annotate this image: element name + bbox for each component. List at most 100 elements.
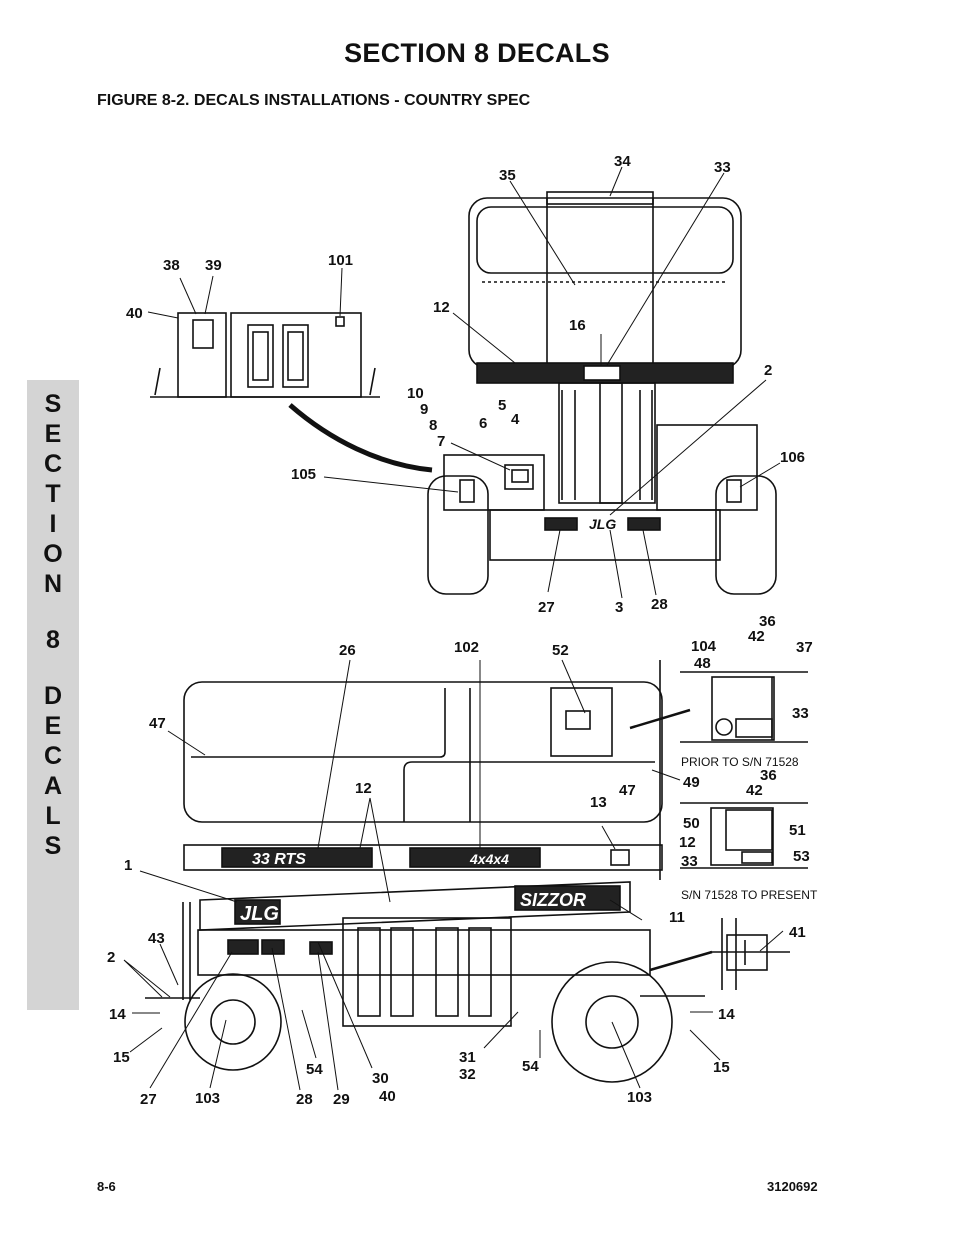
inset-arrow — [288, 403, 433, 473]
callout: 33 — [681, 853, 698, 870]
jlg-logo-side: JLG — [240, 903, 279, 925]
sizzor-decal: SIZZOR — [520, 890, 586, 910]
callout: 34 — [614, 153, 631, 170]
callout: 52 — [552, 642, 569, 659]
machine-linework — [123, 166, 808, 1091]
callout: 16 — [569, 317, 586, 334]
callout: 47 — [149, 715, 166, 732]
callout: 10 — [407, 385, 424, 402]
callout: 102 — [454, 639, 479, 656]
callout: 29 — [333, 1091, 350, 1108]
callout: 1 — [124, 857, 132, 874]
note-present-serial: S/N 71528 TO PRESENT — [681, 888, 818, 902]
callout: 12 — [679, 834, 696, 851]
side-tab-letter: E — [44, 420, 62, 448]
callout: 9 — [420, 401, 428, 418]
side-view-machine — [145, 681, 705, 1083]
side-tab-letter: L — [45, 802, 61, 830]
callout: 2 — [107, 949, 115, 966]
side-tab-letter: E — [44, 712, 62, 740]
callout: 40 — [379, 1088, 396, 1105]
callout: 5 — [498, 397, 506, 414]
callout: 54 — [306, 1061, 323, 1078]
callout: 103 — [195, 1090, 220, 1107]
callout: 40 — [126, 305, 143, 322]
callout: 47 — [619, 782, 636, 799]
callout: 50 — [683, 815, 700, 832]
callout: 8 — [429, 417, 437, 434]
callout: 43 — [148, 930, 165, 947]
callout: 15 — [713, 1059, 730, 1076]
callout: 36 — [759, 613, 776, 630]
drive-decal: 4x4x4 — [469, 851, 509, 867]
side-tab-letter: O — [43, 540, 63, 568]
callout: 14 — [109, 1006, 126, 1023]
side-tab-letter: S — [44, 390, 62, 418]
callout: 42 — [746, 782, 763, 799]
callout: 4 — [511, 411, 520, 428]
callout: 41 — [789, 924, 806, 941]
callout: 54 — [522, 1058, 539, 1075]
side-panel-inset — [150, 312, 380, 398]
side-tab-letter: 8 — [46, 626, 60, 654]
callout: 48 — [694, 655, 711, 672]
callout: 35 — [499, 167, 516, 184]
callout: 30 — [372, 1070, 389, 1087]
side-tab-letter: C — [43, 742, 63, 770]
side-tab-letter: D — [43, 682, 63, 710]
figure-title: FIGURE 8-2. DECALS INSTALLATIONS - COUNT… — [97, 92, 531, 109]
document-number: 3120692 — [767, 1179, 818, 1194]
callout: 27 — [538, 599, 555, 616]
note-prior-serial: PRIOR TO S/N 71528 — [681, 755, 799, 769]
rear-view-machine — [427, 191, 777, 595]
callout: 105 — [291, 466, 316, 483]
callout: 32 — [459, 1066, 476, 1083]
section-side-tab: S E C T I O N 8 D E C A L S — [27, 380, 79, 1010]
detail-arrow — [649, 950, 713, 972]
callout: 28 — [651, 596, 668, 613]
section-title: SECTION 8 DECALS — [344, 38, 610, 68]
side-tab-letter: T — [45, 480, 61, 508]
leader-lines — [123, 166, 784, 1091]
callout: 37 — [796, 639, 813, 656]
side-tab-letter: S — [44, 832, 62, 860]
callout-numbers: 34 35 33 38 39 101 40 12 16 2 10 9 8 5 4… — [107, 153, 813, 1108]
callout: 7 — [437, 433, 445, 450]
callout: 31 — [459, 1049, 476, 1066]
callout: 38 — [163, 257, 180, 274]
prior-arrow — [629, 708, 691, 730]
callout: 15 — [113, 1049, 130, 1066]
callout: 26 — [339, 642, 356, 659]
callout: 36 — [760, 767, 777, 784]
side-tab-letter: N — [43, 570, 63, 598]
callout: 12 — [433, 299, 450, 316]
callout: 101 — [328, 252, 353, 269]
callout: 104 — [691, 638, 717, 655]
callout: 12 — [355, 780, 372, 797]
callout: 103 — [627, 1089, 652, 1106]
model-decal: 33 RTS — [252, 851, 306, 868]
jlg-logo-rear: JLG — [589, 516, 616, 532]
callout: 33 — [792, 705, 809, 722]
decal-logos: JLG JLG 33 RTS 4x4x4 SIZZOR — [240, 516, 616, 925]
callout: 13 — [590, 794, 607, 811]
callout: 53 — [793, 848, 810, 865]
callout: 28 — [296, 1091, 313, 1108]
callout: 106 — [780, 449, 805, 466]
callout: 6 — [479, 415, 487, 432]
callout: 3 — [615, 599, 623, 616]
callout: 14 — [718, 1006, 735, 1023]
callout: 2 — [764, 362, 772, 379]
callout: 42 — [748, 628, 765, 645]
callout: 27 — [140, 1091, 157, 1108]
callout: 39 — [205, 257, 222, 274]
side-tab-letter: I — [49, 510, 57, 538]
callout: 11 — [669, 909, 685, 926]
right-insets — [659, 660, 808, 990]
callout: 33 — [714, 159, 731, 176]
side-tab-letter: C — [43, 450, 63, 478]
callout: 51 — [789, 822, 806, 839]
callout: 49 — [683, 774, 700, 791]
page-number: 8-6 — [97, 1179, 116, 1194]
